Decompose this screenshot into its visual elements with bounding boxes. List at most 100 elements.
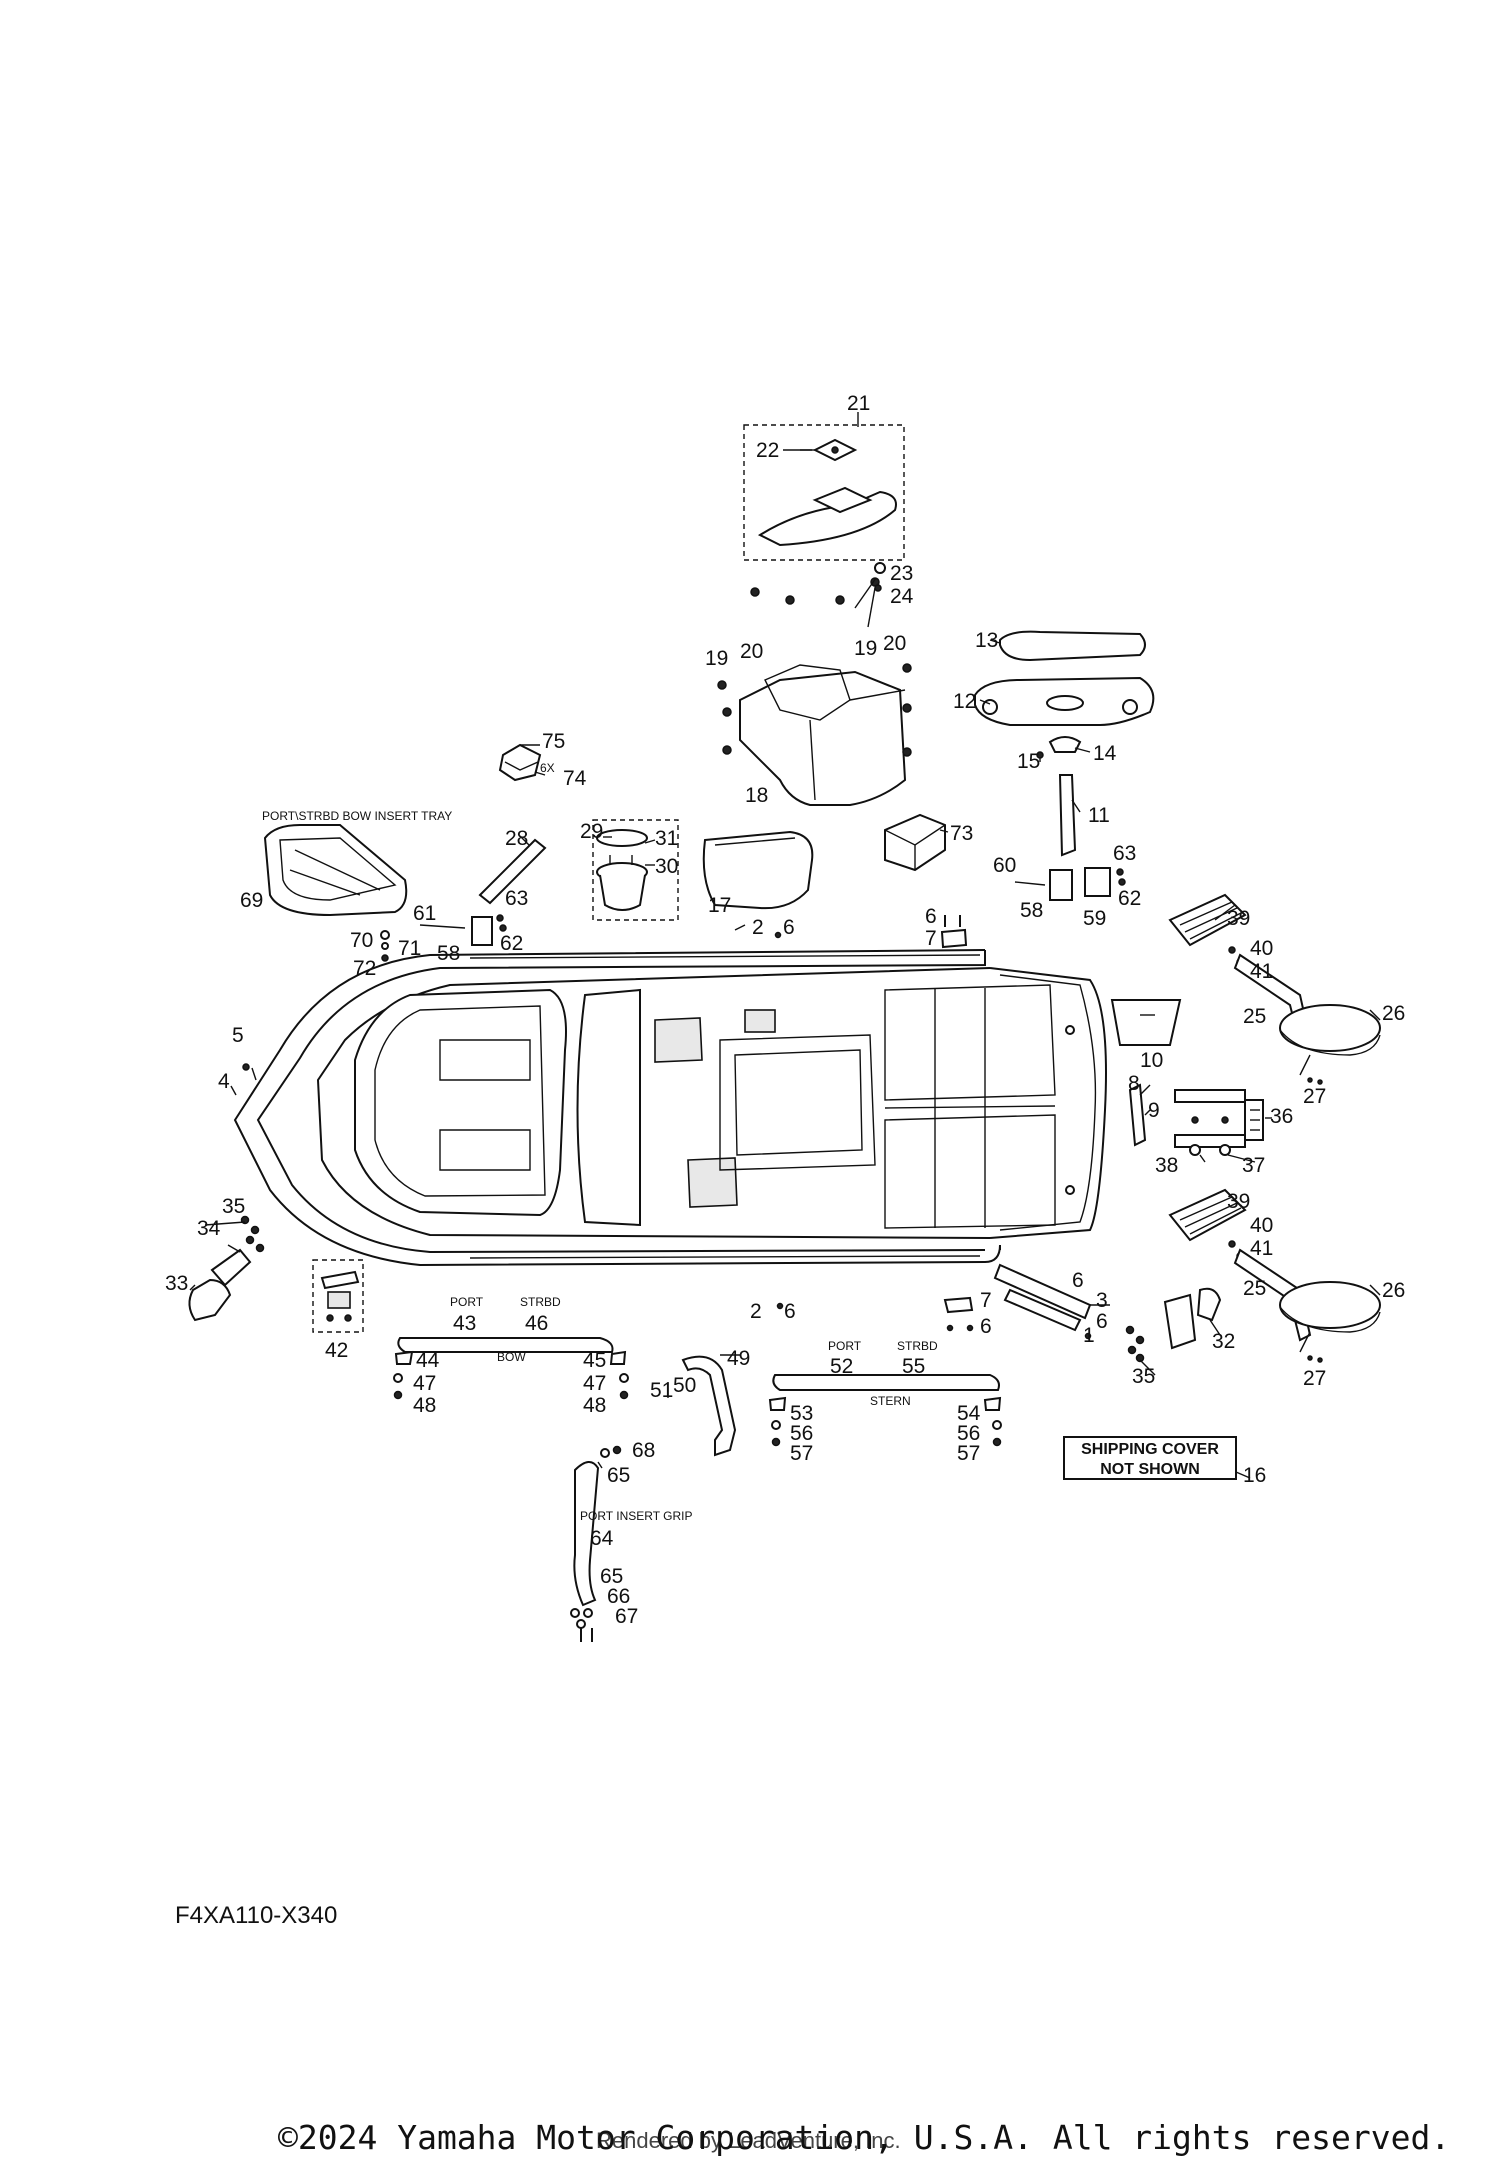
copyright-notice: ©2024 Yamaha Motor Corporation, U.S.A. A… xyxy=(278,2118,1451,2157)
port-insert-grip-64 xyxy=(570,1445,622,1642)
callout-27a: 27 xyxy=(1303,1085,1326,1108)
note-6x: 6X xyxy=(540,761,555,775)
callout-42: 42 xyxy=(325,1339,348,1362)
callout-36: 36 xyxy=(1270,1105,1293,1128)
callout-6c: 6 xyxy=(1072,1269,1084,1292)
callout-11: 11 xyxy=(1088,804,1110,827)
bracket-74-75 xyxy=(498,743,542,782)
cleat-42 xyxy=(312,1259,364,1333)
callout-6e: 6 xyxy=(784,1300,796,1323)
callout-25b: 25 xyxy=(1243,1277,1266,1300)
tow-bracket xyxy=(943,1263,1092,1332)
callout-52: 52 xyxy=(830,1355,853,1378)
callout-21: 21 xyxy=(847,392,870,415)
callout-19b: 19 xyxy=(854,637,877,660)
shipping-cover-line2: NOT SHOWN xyxy=(1100,1461,1200,1478)
rear-seat-lower xyxy=(1168,1188,1381,1363)
callout-60: 60 xyxy=(993,854,1016,877)
callout-70: 70 xyxy=(350,929,373,952)
callout-35a: 35 xyxy=(222,1195,245,1218)
callout-45: 45 xyxy=(583,1349,606,1372)
callout-19a: 19 xyxy=(705,647,728,670)
ladder-assembly xyxy=(1128,1083,1264,1156)
callout-13: 13 xyxy=(975,629,998,652)
callout-1: 1 xyxy=(1083,1324,1095,1347)
callout-64: 64 xyxy=(590,1527,614,1550)
callout-14: 14 xyxy=(1093,742,1117,765)
callout-35b: 35 xyxy=(1132,1365,1155,1388)
callout-43: 43 xyxy=(453,1312,476,1335)
callout-31: 31 xyxy=(655,827,678,850)
callout-44: 44 xyxy=(416,1349,440,1372)
callout-33: 33 xyxy=(165,1272,188,1295)
callout-68: 68 xyxy=(632,1439,655,1462)
callout-27b: 27 xyxy=(1303,1367,1326,1390)
note-bow-insert-tray: PORT\STRBD BOW INSERT TRAY xyxy=(262,809,452,823)
callout-40a: 40 xyxy=(1250,937,1273,960)
note-port-insert-grip: PORT INSERT GRIP xyxy=(580,1509,692,1523)
grip-49 xyxy=(667,1355,737,1457)
bow-eye-assembly xyxy=(188,1215,265,1322)
callout-7a: 7 xyxy=(925,927,937,950)
note-bow-port: PORT xyxy=(450,1295,484,1309)
boat-hull xyxy=(233,949,1107,1267)
callout-47a: 47 xyxy=(413,1372,436,1395)
callout-57a: 57 xyxy=(790,1442,813,1465)
callout-2a: 2 xyxy=(752,916,764,939)
callout-15: 15 xyxy=(1017,750,1040,773)
callout-41a: 41 xyxy=(1250,960,1273,983)
callout-17: 17 xyxy=(708,894,731,917)
callout-74: 74 xyxy=(563,767,587,790)
callout-69: 69 xyxy=(240,889,263,912)
callout-39a: 39 xyxy=(1227,907,1250,930)
note-stern-strbd: STRBD xyxy=(897,1339,938,1353)
callout-29: 29 xyxy=(580,820,603,843)
storage-lid xyxy=(702,830,814,910)
callout-4: 4 xyxy=(218,1070,230,1093)
callout-56a: 56 xyxy=(790,1422,813,1445)
callout-10: 10 xyxy=(1140,1049,1163,1072)
callout-48a: 48 xyxy=(413,1394,436,1417)
callout-59: 59 xyxy=(1083,907,1106,930)
shipping-cover-line1: SHIPPING COVER xyxy=(1081,1441,1219,1458)
note-stern: STERN xyxy=(870,1394,911,1408)
stern-eye-assembly xyxy=(1125,1287,1222,1363)
callout-25a: 25 xyxy=(1243,1005,1266,1028)
callout-24: 24 xyxy=(890,585,914,608)
cup-holder-assembly xyxy=(592,819,679,921)
callout-55: 55 xyxy=(902,1355,925,1378)
diagram-code: F4XA110-X340 xyxy=(175,1902,338,1929)
callout-6a: 6 xyxy=(783,916,795,939)
callout-26b: 26 xyxy=(1382,1279,1405,1302)
callout-51: 51 xyxy=(650,1379,673,1402)
callout-20a: 20 xyxy=(740,640,763,663)
callout-61: 61 xyxy=(413,902,436,925)
callout-28: 28 xyxy=(505,827,528,850)
shipping-cover-note: SHIPPING COVER NOT SHOWN xyxy=(1063,1436,1237,1480)
callout-73: 73 xyxy=(950,822,973,845)
callout-49: 49 xyxy=(727,1347,750,1370)
callout-71: 71 xyxy=(398,937,421,960)
callout-72: 72 xyxy=(353,957,376,980)
callout-63b: 63 xyxy=(505,887,528,910)
callout-22: 22 xyxy=(756,439,779,462)
callout-16: 16 xyxy=(1243,1464,1266,1487)
console-assembly xyxy=(717,663,912,806)
callout-5: 5 xyxy=(232,1024,244,1047)
callout-65a: 65 xyxy=(607,1464,630,1487)
callout-7b: 7 xyxy=(980,1289,992,1312)
stern-rails xyxy=(768,1374,1002,1447)
callout-56b: 56 xyxy=(957,1422,980,1445)
hatch-fasteners xyxy=(750,562,886,605)
callout-62b: 62 xyxy=(500,932,523,955)
callout-54: 54 xyxy=(957,1402,981,1425)
callout-39b: 39 xyxy=(1227,1190,1250,1213)
callout-23: 23 xyxy=(890,562,913,585)
callout-65b: 65 xyxy=(600,1565,623,1588)
callout-41b: 41 xyxy=(1250,1237,1273,1260)
callout-67: 67 xyxy=(615,1605,638,1628)
callout-30: 30 xyxy=(655,855,678,878)
callout-63a: 63 xyxy=(1113,842,1136,865)
callout-2b: 2 xyxy=(750,1300,762,1323)
